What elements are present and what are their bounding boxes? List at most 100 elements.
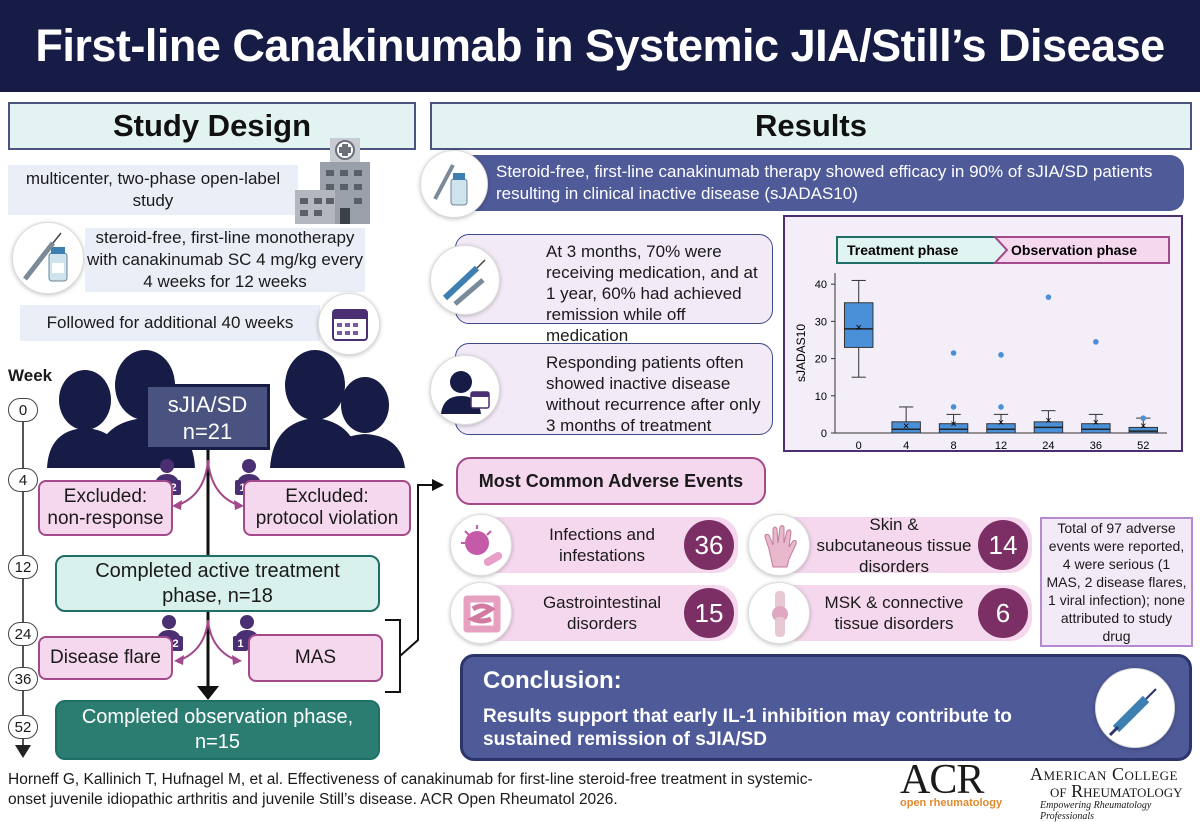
- excluded-reason: protocol violation: [255, 508, 399, 529]
- sjadas-chart: Treatment phase Observation phase 0 10 20 3…: [794, 236, 1170, 452]
- mean-marker: ×: [855, 322, 861, 334]
- completed-active-line2: phase, n=18: [162, 584, 273, 607]
- x-tick-label: 24: [1042, 440, 1054, 452]
- ae-label: Skin & subcutaneous tissue disorders: [816, 514, 972, 576]
- mean-marker: ×: [903, 421, 909, 433]
- vial-icon-circle: [420, 150, 488, 218]
- y-tick-label: 30: [815, 316, 827, 328]
- ae-label: Gastrointestinal disorders: [542, 593, 662, 633]
- conclusion-text: Results support that early IL-1 inhibiti…: [483, 706, 1012, 750]
- y-tick-label: 10: [815, 391, 827, 403]
- syringe-icon-circle: [430, 245, 500, 315]
- study-type-box: multicenter, two-phase open-label study: [8, 165, 298, 215]
- vial-syringe-icon: [433, 164, 468, 206]
- box: [843, 302, 874, 348]
- week-marker: 12: [8, 555, 38, 579]
- enrolled-box: sJIA/SD n=21: [145, 384, 270, 450]
- conclusion-box: Conclusion: Results support that early I…: [460, 654, 1192, 761]
- week-marker: 36: [8, 667, 38, 691]
- syringe-icon-circle: [1095, 668, 1175, 748]
- completed-obs-line2: n=15: [194, 731, 241, 753]
- page-title: First-line Canakinumab in Systemic JIA/S…: [0, 0, 1200, 92]
- follow-up-box: Followed for additional 40 weeks: [20, 305, 320, 341]
- acr-logo-subtitle: open rheumatology: [900, 797, 1003, 809]
- hospital-icon: [295, 138, 370, 224]
- results-heading: Results: [430, 102, 1192, 150]
- mean-marker: ×: [1093, 417, 1099, 429]
- microbe-icon: [461, 525, 503, 566]
- college-logo-line2: of Rheumatology: [1050, 781, 1183, 801]
- x-tick-label: 8: [951, 440, 957, 452]
- outlier-point: [950, 350, 957, 356]
- vial-syringe-icon-circle: [12, 222, 84, 294]
- completed-active-line1: Completed active treatment: [95, 559, 340, 582]
- calendar-icon: [332, 309, 368, 341]
- total-ae-box: Total of 97 adverse events were reported…: [1040, 517, 1193, 647]
- mas-box: MAS: [248, 634, 383, 682]
- week-marker: 4: [8, 468, 38, 492]
- knee-joint-icon: [772, 591, 788, 637]
- excluded-nonresponse-box: Excluded: non-response: [38, 480, 173, 536]
- treatment-regimen-text: steroid-free, first-line monotherapy wit…: [87, 228, 363, 291]
- completed-active-box: Completed active treatment phase, n=18: [55, 555, 380, 612]
- study-type-text: multicenter, two-phase open-label study: [25, 169, 281, 210]
- x-tick-label: 36: [1090, 440, 1102, 452]
- patient-calendar-icon: [441, 371, 490, 414]
- timeline-axis: [22, 410, 24, 750]
- mean-marker: ×: [998, 417, 1004, 429]
- mean-marker: ×: [1045, 415, 1051, 427]
- intestine-icon-circle: [450, 582, 512, 644]
- knee-icon-circle: [748, 582, 810, 644]
- syringe-icon: [1108, 688, 1157, 737]
- efficacy-banner: Steroid-free, first-line canakinumab the…: [456, 155, 1184, 211]
- adverse-events-heading: Most Common Adverse Events: [456, 457, 766, 505]
- mean-marker: ×: [950, 419, 956, 431]
- vial-syringe-icon: [23, 232, 68, 282]
- patient-calendar-icon-circle: [430, 355, 500, 425]
- disease-flare-label: Disease flare: [50, 647, 161, 668]
- mean-marker: ×: [1140, 421, 1146, 433]
- ae-count: 36: [684, 520, 734, 570]
- excluded-reason: non-response: [47, 508, 164, 529]
- y-tick-label: 20: [815, 354, 827, 366]
- outlier-point: [1093, 339, 1099, 345]
- hand-icon-circle: [748, 514, 810, 576]
- x-tick-label: 12: [995, 440, 1007, 452]
- y-axis-label: sJADAS10: [794, 324, 808, 382]
- microbe-icon-circle: [450, 514, 512, 576]
- conclusion-heading: Conclusion:: [483, 667, 622, 694]
- efficacy-text: Steroid-free, first-line canakinumab the…: [496, 162, 1153, 203]
- week-marker: 24: [8, 622, 38, 646]
- box: [938, 423, 969, 434]
- observation-phase-label: Observation phase: [1011, 242, 1137, 258]
- enrolled-label: sJIA/SD: [167, 392, 248, 417]
- hand-icon: [764, 525, 797, 568]
- y-tick-label: 0: [821, 428, 827, 440]
- enrolled-count: n=21: [182, 419, 233, 444]
- ae-label: MSK & connective tissue disorders: [824, 593, 964, 633]
- excluded-label: Excluded:: [63, 486, 148, 507]
- finding-text-2: Responding patients often showed inactiv…: [546, 353, 761, 435]
- total-ae-text: Total of 97 adverse events were reported…: [1046, 520, 1187, 644]
- college-tagline: Empowering Rheumatology Professionals: [1040, 800, 1152, 822]
- outlier-point: [1045, 294, 1052, 300]
- box: [1128, 426, 1159, 434]
- week-marker: 52: [8, 715, 38, 739]
- ae-count: 15: [684, 588, 734, 638]
- disease-flare-box: Disease flare: [38, 636, 173, 680]
- ae-label: Infections and infestations: [549, 525, 655, 565]
- study-design-heading: Study Design: [8, 102, 416, 150]
- treatment-phase-label: Treatment phase: [847, 242, 958, 258]
- college-logo-line1: American College: [1030, 764, 1178, 784]
- completed-observation-box: Completed observation phase, n=15: [55, 700, 380, 760]
- completed-obs-line1: Completed observation phase,: [81, 706, 354, 728]
- citation: Horneff G, Kallinich T, Hufnagel M, et a…: [8, 771, 813, 808]
- follow-up-text: Followed for additional 40 weeks: [46, 313, 294, 332]
- box: [1081, 423, 1111, 434]
- week-label: Week: [8, 366, 53, 385]
- treatment-regimen-box: steroid-free, first-line monotherapy wit…: [85, 228, 365, 292]
- finding-box-1: At 3 months, 70% were receiving medicati…: [455, 234, 773, 345]
- y-tick-label: 40: [815, 279, 827, 291]
- ae-count: 14: [978, 520, 1028, 570]
- syringes-icon: [442, 259, 486, 306]
